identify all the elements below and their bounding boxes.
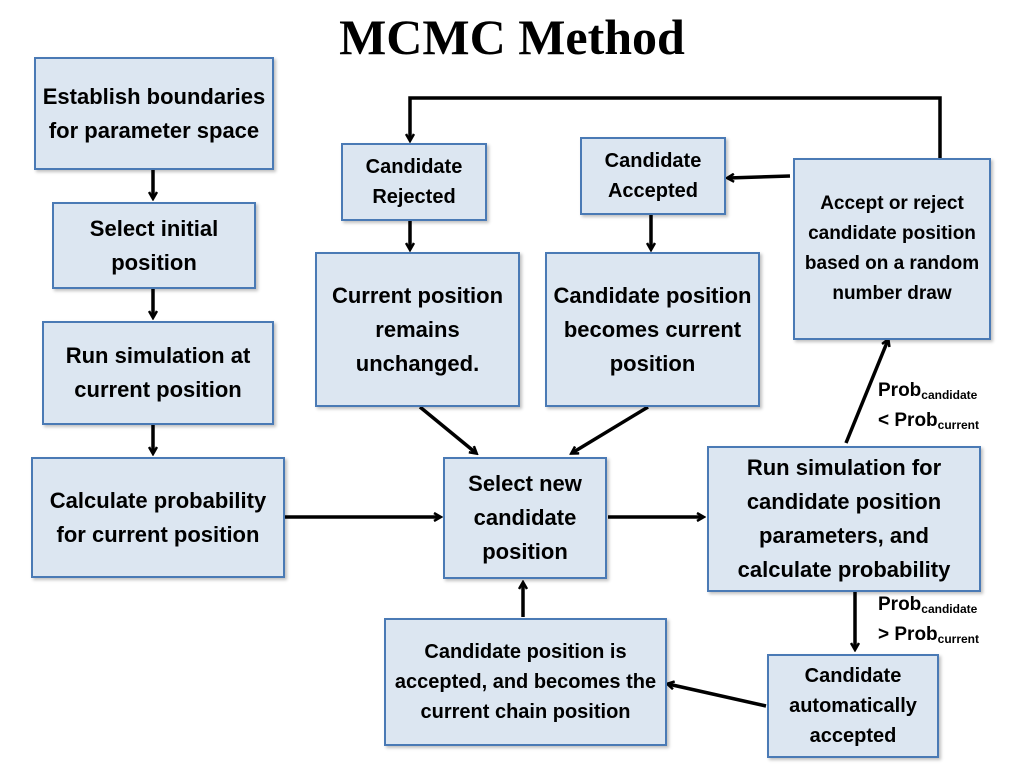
box-run-simulation-current: Run simulation at current position: [42, 321, 274, 425]
box-run-simulation-candidate: Run simulation for candidate position pa…: [707, 446, 981, 592]
condition-less-than: Probcandidate < Probcurrent: [878, 380, 979, 432]
box-select-initial-position: Select initial position: [52, 202, 256, 289]
box-establish-boundaries: Establish boundaries for parameter space: [34, 57, 274, 170]
box-candidate-automatically-accepted: Candidate automatically accepted: [767, 654, 939, 758]
box-calculate-probability: Calculate probability for current positi…: [31, 457, 285, 578]
box-candidate-rejected: Candidate Rejected: [341, 143, 487, 221]
condition-greater-than: Probcandidate > Probcurrent: [878, 594, 979, 646]
arrow-run-candidate-to-accept-reject: [844, 340, 888, 444]
box-candidate-becomes-current: Candidate position becomes current posit…: [545, 252, 760, 407]
box-accept-or-reject: Accept or reject candidate position base…: [793, 158, 991, 340]
page-title: MCMC Method: [339, 9, 685, 65]
arrow-remains-to-select-new: [418, 405, 476, 453]
arrow-becomes-to-select-new: [572, 405, 649, 453]
arrow-reject-loop: [410, 96, 942, 158]
arrow-auto-to-accepted-chain: [668, 684, 767, 708]
box-select-new-candidate: Select new candidate position: [443, 457, 607, 579]
box-candidate-accepted: Candidate Accepted: [580, 137, 726, 215]
box-candidate-accepted-chain: Candidate position is accepted, and beco…: [384, 618, 667, 746]
arrow-to-accepted: [728, 176, 791, 178]
box-current-remains: Current position remains unchanged.: [315, 252, 520, 407]
